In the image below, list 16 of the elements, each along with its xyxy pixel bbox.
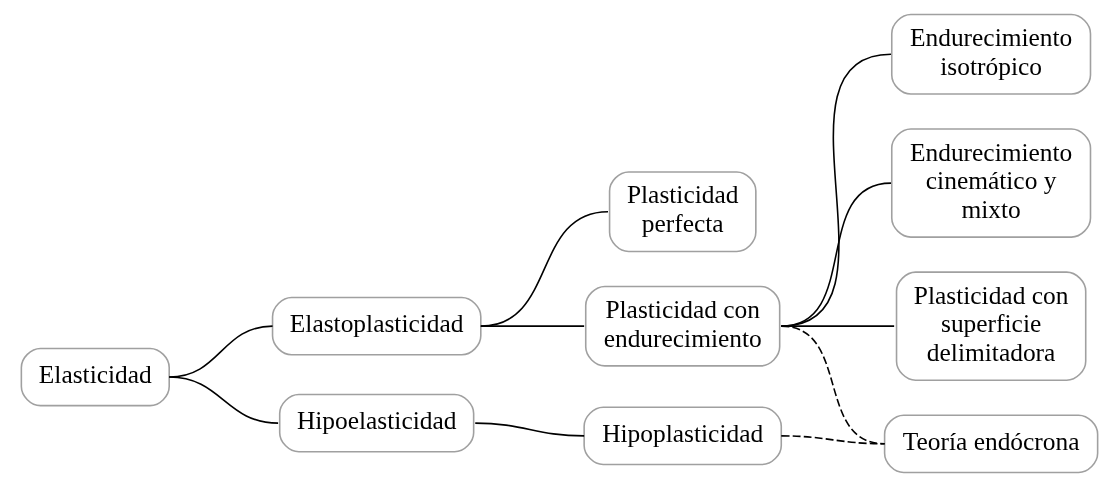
- connector: [473, 422, 585, 437]
- connector: [167, 376, 279, 424]
- node-box: Hipoplasticidad: [582, 406, 782, 466]
- connector: [779, 325, 885, 445]
- node-box: Plasticidad con endurecimiento: [584, 285, 780, 367]
- node-box: Endurecimiento cinemático y mixto: [890, 128, 1091, 238]
- node-box: Hipoelasticidad: [278, 393, 474, 453]
- node-box: Elasticidad: [20, 347, 170, 407]
- connector: [779, 435, 885, 445]
- node-box: Endurecimiento isotrópico: [890, 13, 1091, 95]
- connector: [479, 210, 609, 327]
- node-box: Plasticidad perfecta: [608, 171, 757, 253]
- node-box: Elastoplasticidad: [271, 296, 482, 356]
- node-box: Plasticidad con superficie delimitadora: [895, 271, 1086, 381]
- connector: [479, 325, 585, 327]
- node-box: Teoría endócrona: [883, 414, 1098, 474]
